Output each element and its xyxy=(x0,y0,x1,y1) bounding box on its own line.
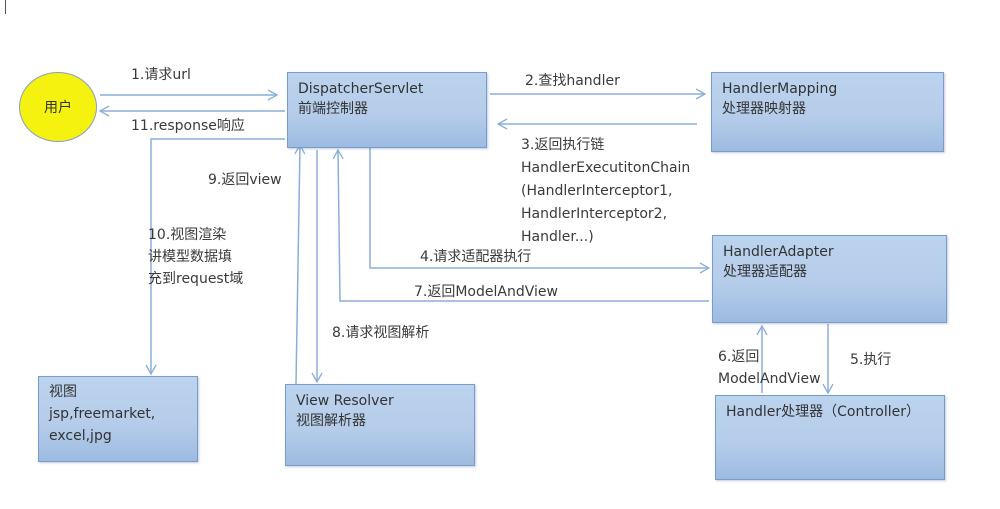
dispatcher-title: DispatcherServlet xyxy=(298,81,424,97)
handler-adapter-subtitle: 处理器适配器 xyxy=(723,264,807,280)
edge-label-3: 3.返回执行链 HandlerExecutitonChain (HandlerI… xyxy=(521,134,690,249)
handler-adapter-box: HandlerAdapter 处理器适配器 xyxy=(712,235,947,323)
edge-label-3-line3: (HandlerInterceptor1, xyxy=(521,183,673,199)
handler-controller-box: Handler处理器（Controller） xyxy=(715,395,945,480)
view-types-line1: jsp,freemarket, xyxy=(49,406,156,422)
view-types-line2: excel,jpg xyxy=(49,428,112,444)
edge-label-11: 11.response响应 xyxy=(131,118,245,134)
edge-label-1: 1.请求url xyxy=(131,67,191,83)
edge-label-3-line1: 3.返回执行链 xyxy=(521,137,605,153)
edge-label-8: 8.请求视图解析 xyxy=(332,325,430,341)
edge-label-10: 10.视图渲染 讲模型数据填 充到request域 xyxy=(148,224,243,290)
handler-mapping-box: HandlerMapping 处理器映射器 xyxy=(711,72,944,152)
edge-label-10-line3: 充到request域 xyxy=(148,271,244,287)
edge-label-3-line5: Handler...) xyxy=(521,229,594,245)
arrow-9-return-view xyxy=(294,143,306,385)
arrow-4-request-adapter xyxy=(369,148,711,274)
edge-label-4: 4.请求适配器执行 xyxy=(420,249,532,265)
handler-mapping-title: HandlerMapping xyxy=(722,81,838,97)
handler-mapping-subtitle: 处理器映射器 xyxy=(722,101,806,117)
edge-label-5: 5.执行 xyxy=(850,352,892,368)
edge-label-2: 2.查找handler xyxy=(525,73,620,89)
edge-label-10-line1: 10.视图渲染 xyxy=(148,227,227,243)
view-resolver-box: View Resolver 视图解析器 xyxy=(285,384,475,466)
arrow-10-render-view xyxy=(145,138,285,376)
edge-label-6-line1: 6.返回 xyxy=(718,349,760,365)
handler-title: Handler处理器（Controller） xyxy=(726,404,920,420)
arrow-7-return-modelandview xyxy=(332,148,709,302)
edge-label-3-line2: HandlerExecutitonChain xyxy=(521,160,691,176)
edge-label-9: 9.返回view xyxy=(208,172,282,188)
handler-adapter-title: HandlerAdapter xyxy=(723,244,834,260)
dispatcher-servlet-box: DispatcherServlet 前端控制器 xyxy=(287,72,487,148)
edge-label-3-line4: HandlerInterceptor2, xyxy=(521,206,668,222)
text-cursor xyxy=(5,0,6,14)
view-resolver-title: View Resolver xyxy=(296,393,394,409)
view-box: 视图 jsp,freemarket, excel,jpg xyxy=(38,376,198,462)
view-title: 视图 xyxy=(49,384,77,400)
edge-label-10-line2: 讲模型数据填 xyxy=(148,249,232,265)
user-node: 用户 xyxy=(19,72,97,142)
dispatcher-subtitle: 前端控制器 xyxy=(298,101,368,117)
edge-label-6-line2: ModelAndView xyxy=(718,371,821,387)
edge-label-6: 6.返回 ModelAndView xyxy=(718,346,821,390)
edge-label-7: 7.返回ModelAndView xyxy=(414,284,558,300)
view-resolver-subtitle: 视图解析器 xyxy=(296,413,366,429)
user-label: 用户 xyxy=(44,100,72,116)
